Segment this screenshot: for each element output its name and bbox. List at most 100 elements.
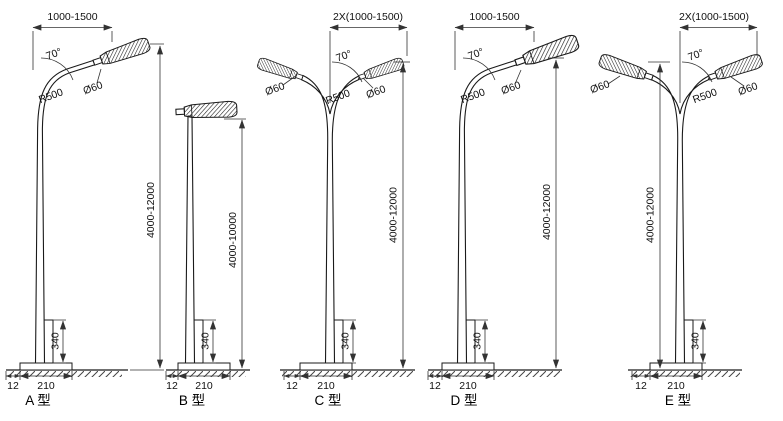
pole-height-value: 4000-12000 [541, 184, 553, 240]
arm-angle-dimension: 70° [462, 46, 496, 81]
pole-outline [184, 115, 196, 364]
pole-height-dimension: 4000-12000 [645, 61, 670, 369]
extension-lines [130, 43, 164, 371]
arm-span-value: 2X(1000-1500) [333, 11, 403, 23]
lamp-head [90, 36, 152, 71]
extension-lines [679, 31, 758, 103]
base-dimensions: 12 210 [165, 371, 231, 392]
diagram-type-e: 2X(1000-1500) 70° R500 Ø60 Ø60 4000-1200… [589, 11, 764, 408]
door-height-dimension: 340 [200, 319, 217, 364]
type-label: C 型 [315, 393, 342, 408]
arm-diameter-callout-left: Ø60 [589, 75, 621, 96]
plate-dim-value: 12 [635, 380, 647, 392]
leader-line [362, 77, 374, 89]
lamp-head-left [256, 56, 305, 84]
extension-lines [203, 319, 216, 364]
arm-diameter-left-label: Ø60 [589, 78, 612, 96]
door-height-value: 340 [690, 332, 702, 350]
extension-lines [329, 31, 408, 103]
angle-arc [681, 61, 713, 83]
type-label: D 型 [451, 393, 478, 408]
base-dimensions: 12 210 [5, 371, 73, 392]
door-height-dimension: 340 [472, 319, 489, 364]
pole-outline [300, 74, 361, 364]
plate-dim-value: 12 [166, 380, 178, 392]
type-label: B 型 [179, 393, 205, 408]
bend-radius-label: R500 [691, 86, 719, 106]
pole-height-value: 4000-12000 [645, 187, 657, 243]
arm-span-dimension: 1000-1500 [454, 11, 535, 70]
base-width-value: 210 [459, 380, 477, 392]
pole-outline [650, 74, 711, 364]
base-width-value: 210 [317, 380, 335, 392]
arm-diameter-callout-right: Ø60 [362, 77, 388, 101]
arm-angle-value: 70° [686, 47, 705, 64]
base-dimensions: 12 210 [283, 371, 353, 392]
pole-outline [34, 59, 96, 364]
diagram-type-d: 1000-1500 70° R500 Ø60 4000-12000 340 12… [427, 11, 581, 408]
extension-lines [475, 319, 488, 364]
base-dimensions: 12 210 [631, 371, 703, 392]
angle-arc [40, 57, 74, 81]
bend-radius-label: R500 [37, 86, 65, 106]
angle-arc [462, 57, 496, 81]
pole-height-value: 4000-12000 [388, 187, 400, 243]
arm-angle-dimension: 70° [40, 46, 74, 81]
plate-dim-value: 12 [7, 380, 19, 392]
arm-span-dimension: 2X(1000-1500) [679, 11, 758, 103]
extension-lines [32, 31, 113, 70]
arm-diameter-left-label: Ø60 [264, 80, 287, 98]
base-dimensions: 12 210 [427, 371, 495, 392]
arm-span-dimension: 1000-1500 [32, 11, 113, 70]
door-height-dimension: 340 [690, 319, 707, 364]
bend-radius-label: R500 [324, 87, 352, 107]
arm-diameter-label: Ø60 [82, 79, 105, 97]
arm-span-value: 1000-1500 [469, 11, 519, 23]
arm-diameter-callout-left: Ø60 [264, 74, 298, 98]
door-height-value: 340 [200, 332, 212, 350]
base-width-value: 210 [667, 380, 685, 392]
base-plate [649, 362, 703, 371]
door-height-value: 340 [472, 332, 484, 350]
pole-height-dimension: 4000-12000 [388, 61, 410, 369]
arm-angle-value: 70° [44, 46, 63, 63]
arm-angle-dimension: 70° [331, 48, 363, 83]
arm-span-value: 2X(1000-1500) [679, 11, 749, 23]
arm-span-value: 1000-1500 [47, 11, 97, 23]
arm-span-dimension: 2X(1000-1500) [329, 11, 408, 103]
type-label: E 型 [665, 393, 691, 408]
diagram-type-c: 2X(1000-1500) 70° R500 Ø60 Ø60 4000-1200… [256, 11, 415, 408]
arm-diameter-right-label: Ø60 [365, 83, 388, 101]
base-width-value: 210 [195, 380, 213, 392]
arm-diameter-callout: Ø60 [82, 68, 105, 97]
pole-outline [456, 59, 518, 364]
ground-hatch [430, 371, 560, 377]
extension-lines [454, 31, 535, 70]
extension-lines [343, 319, 356, 364]
leader-line [607, 75, 621, 85]
extension-lines [53, 319, 66, 364]
lamp-head [175, 100, 238, 121]
door-height-dimension: 340 [340, 319, 357, 364]
leader-line [514, 69, 522, 85]
base-plate [19, 362, 73, 371]
type-label: A 型 [25, 393, 51, 408]
arm-diameter-callout-right: Ø60 [730, 76, 759, 98]
base-plate [299, 362, 353, 371]
door-height-value: 340 [50, 332, 62, 350]
pole-height-value: 4000-10000 [227, 212, 239, 268]
pole-height-dimension: 4000-10000 [224, 118, 246, 369]
pole-height-dimension: 4000-12000 [541, 57, 564, 369]
arm-angle-value: 70° [466, 46, 485, 63]
base-width-value: 210 [37, 380, 55, 392]
leader-line [96, 68, 102, 84]
arm-diameter-label: Ø60 [500, 79, 523, 97]
plate-dim-value: 12 [429, 380, 441, 392]
base-plate [441, 362, 495, 371]
door-height-value: 340 [340, 332, 352, 350]
arm-angle-value: 70° [334, 48, 353, 65]
bend-radius-label: R500 [459, 86, 487, 106]
extension-lines [693, 319, 706, 364]
diagram-type-b: 4000-10000 340 12 210 B 型 [165, 100, 250, 408]
